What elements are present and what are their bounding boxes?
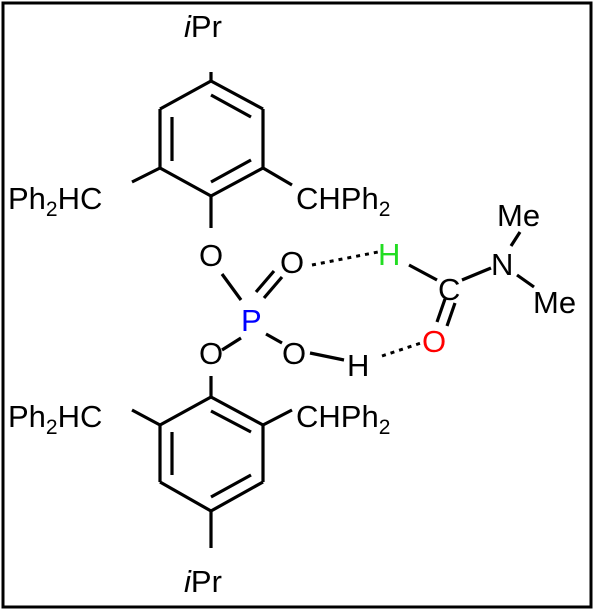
upper-aryl-ring [131,72,293,228]
lower-aryl-ring [131,376,293,548]
carbonyl-oxygen: O [422,324,446,359]
ipr-label-top: iPr [184,9,222,44]
hydrogen-bond-lower [381,340,425,358]
hydroxyl-hydrogen: H [347,348,369,383]
chph2-label-upper: CHPh2 [296,181,390,221]
ph2hc-label-upper: Ph2HC [8,181,102,221]
formamide-bonds [408,231,535,327]
hydroxyl-oxygen: O [282,336,306,371]
phosphate-bonds [220,269,345,362]
carbonyl-carbon: C [438,272,460,307]
ester-oxygen-lower: O [199,336,223,371]
ipr-label-bottom: iPr [184,564,222,599]
chph2-label-lower: CHPh2 [296,399,390,439]
phosphorus-atom: P [241,303,262,338]
methyl-label-top: Me [497,198,540,233]
ph2hc-label-lower: Ph2HC [8,399,102,439]
phosphoryl-oxygen: O [280,245,304,280]
ester-oxygen-upper: O [199,238,223,273]
formyl-hydrogen: H [378,237,400,272]
nitrogen-atom: N [491,247,513,282]
hydrogen-bond-upper [311,250,379,267]
methyl-label-bottom: Me [533,285,576,320]
